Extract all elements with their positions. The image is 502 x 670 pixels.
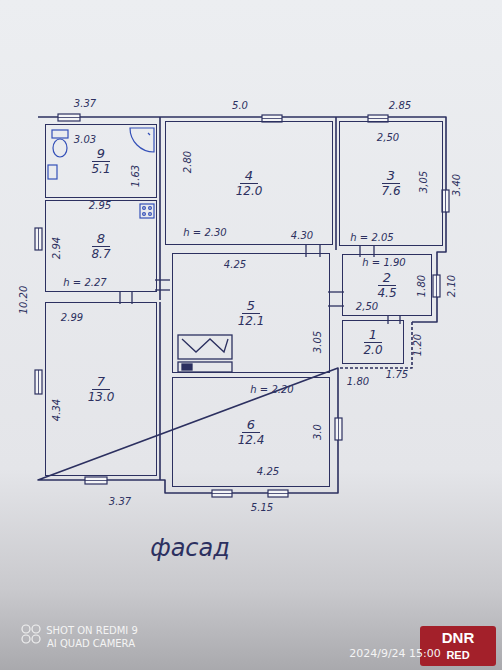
door-marks — [120, 245, 400, 324]
dimension-label: 5.0 — [232, 100, 248, 112]
room-area: 4.5 — [377, 286, 396, 301]
dimension-label: 2.99 — [61, 312, 83, 324]
sanitary-fixtures — [48, 128, 154, 218]
dimension-label: 4.25 — [224, 259, 246, 271]
room: 12.0 — [342, 320, 404, 364]
camera-icon — [22, 625, 40, 643]
dimension-label: 2,50 — [377, 132, 399, 144]
logo-text: DNR — [442, 629, 475, 647]
dimension-label: 2.94 — [51, 237, 63, 259]
room-number: 8 — [92, 231, 110, 247]
watermark-text: SHOT ON REDMI 9 — [46, 624, 138, 637]
room-area: 8.7 — [91, 247, 110, 262]
room: 512.1 — [172, 253, 330, 373]
dimension-label: 3.37 — [109, 496, 131, 508]
porch-edge — [338, 322, 412, 368]
dimension-label: 1.75 — [386, 369, 408, 381]
dimension-label: 5.15 — [251, 502, 273, 514]
dimension-label: 2.80 — [182, 151, 194, 173]
room-number: 9 — [92, 146, 110, 162]
dimension-label: 3.37 — [74, 98, 96, 110]
dimension-label: 2.95 — [89, 200, 111, 212]
room-number: 6 — [242, 417, 260, 433]
dimension-label: 3.0 — [312, 424, 324, 440]
room-area: 13.0 — [88, 390, 115, 405]
stove — [178, 335, 232, 372]
dimension-label: h = 1.90 — [362, 257, 405, 269]
timestamp: 2024/9/24 15:00 — [349, 647, 441, 661]
dimension-label: 4.30 — [291, 230, 313, 242]
room: 713.0 — [45, 302, 157, 476]
dimension-label: h = 2.05 — [350, 232, 393, 244]
dimension-label: h = 2.27 — [63, 277, 106, 289]
facade-label: фасад — [150, 535, 230, 562]
dimension-label: 4.34 — [51, 399, 63, 421]
dimension-label: 10.20 — [18, 286, 30, 315]
dimension-label: 3,05 — [418, 171, 430, 193]
dimension-label: h = 2.20 — [250, 384, 293, 396]
room-area: 12.0 — [236, 184, 263, 199]
dimension-label: 1.63 — [130, 165, 142, 187]
room-number: 5 — [242, 298, 260, 314]
windows — [35, 114, 449, 497]
dimension-label: 2,50 — [356, 301, 378, 313]
dimension-label: 1.80 — [416, 275, 428, 297]
watermark-text: AI QUAD CAMERA — [47, 637, 135, 650]
room-area: 12.1 — [238, 314, 265, 329]
room-number: 1 — [364, 327, 382, 343]
dimension-label: 3.05 — [312, 331, 324, 353]
inner-wall — [159, 117, 161, 480]
room-area: 2.0 — [363, 343, 382, 358]
room-number: 4 — [240, 168, 258, 184]
room-number: 2 — [378, 270, 396, 286]
room-number: 7 — [92, 374, 110, 390]
inner-wall — [335, 117, 337, 250]
logo-text: RED — [446, 648, 469, 662]
outer-wall — [38, 117, 446, 493]
dimension-label: 2.10 — [446, 275, 458, 297]
room: 412.0 — [165, 121, 333, 245]
dimension-label: h = 2.30 — [183, 227, 226, 239]
dimension-label: 3.03 — [74, 134, 96, 146]
dimension-label: 2.85 — [389, 100, 411, 112]
dimension-label: 3.40 — [451, 174, 463, 196]
window-lines — [39, 118, 446, 494]
room-area: 7.6 — [381, 184, 400, 199]
dimension-label: 1.80 — [347, 376, 369, 388]
room-number: 3 — [382, 168, 400, 184]
room-area: 5.1 — [91, 162, 110, 177]
dimension-label: 4.25 — [257, 466, 279, 478]
room-area: 12.4 — [238, 433, 265, 448]
dimension-label: 1.20 — [412, 334, 424, 356]
